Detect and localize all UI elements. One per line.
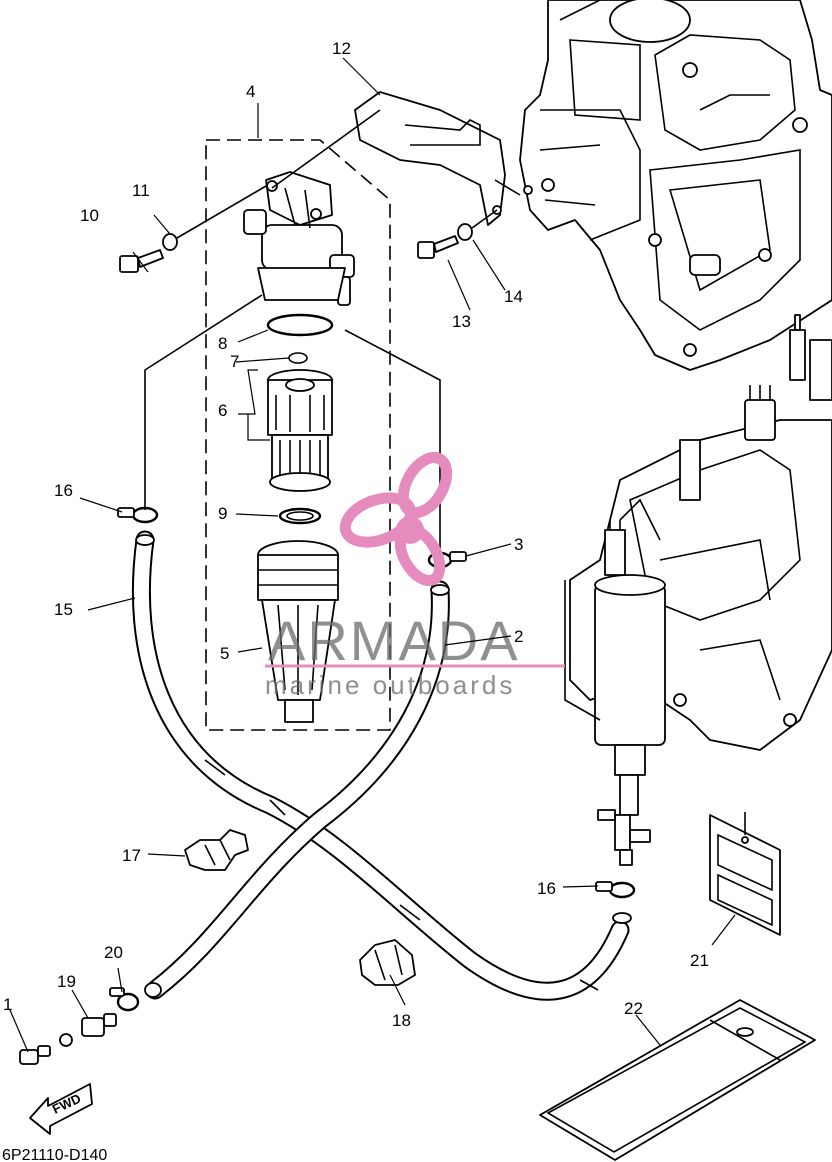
- bolt-10: [119, 249, 164, 273]
- holder-17: [184, 829, 249, 871]
- callout-15: 15: [54, 600, 73, 619]
- callout-6: 6: [218, 401, 227, 420]
- fuel-hose-15: [131, 530, 632, 1001]
- fuel-hose-2: [144, 580, 450, 1000]
- callout-8: 8: [218, 334, 227, 353]
- washer-14: [457, 209, 498, 241]
- callout-9: 9: [218, 504, 227, 523]
- engine-block-upper: [519, 0, 832, 371]
- callout-7: 7: [230, 352, 239, 371]
- callout-16-left: 16: [54, 481, 73, 500]
- callout-17: 17: [122, 846, 141, 865]
- clip-16-right: [595, 881, 636, 899]
- callout-21: 21: [690, 951, 709, 970]
- callout-22: 22: [624, 999, 643, 1018]
- callout-1: 1: [3, 995, 12, 1014]
- callout-16-right: 16: [537, 879, 556, 898]
- callout-19: 19: [57, 972, 76, 991]
- bag-22: [539, 999, 816, 1161]
- callouts: 1 2 3 4 5 6 7 8 9 10 11 12 13 14 15 16 1…: [3, 39, 709, 1030]
- holder-18: [359, 939, 416, 986]
- clip-16-left: [117, 506, 159, 524]
- bolt-13: [417, 235, 459, 259]
- callout-10: 10: [80, 206, 99, 225]
- callout-13: 13: [452, 312, 471, 331]
- callout-5: 5: [220, 644, 229, 663]
- engine-block-lower: [564, 314, 832, 866]
- callout-4: 4: [246, 82, 255, 101]
- fwd-arrow-icon: FWD: [29, 1083, 93, 1135]
- callout-20: 20: [104, 943, 123, 962]
- clip-3: [427, 551, 467, 569]
- diagram-code: 6P21110-D140: [2, 1147, 107, 1162]
- callout-18: 18: [392, 1011, 411, 1030]
- connector-19: [59, 1013, 117, 1047]
- plug-1: [19, 1045, 51, 1065]
- watermark-tagline: marine outboards: [265, 670, 515, 700]
- callout-14: 14: [504, 287, 523, 306]
- callout-12: 12: [332, 39, 351, 58]
- fuel-filter-assembly: [144, 139, 441, 731]
- label-21: [709, 812, 781, 936]
- callout-11: 11: [132, 181, 150, 200]
- clip-20: [109, 987, 140, 1012]
- bracket-part-12: [271, 91, 521, 226]
- callout-2: 2: [514, 627, 523, 646]
- propeller-logo-icon: [339, 452, 453, 587]
- callout-3: 3: [514, 535, 523, 554]
- leader-lines: [9, 57, 736, 1053]
